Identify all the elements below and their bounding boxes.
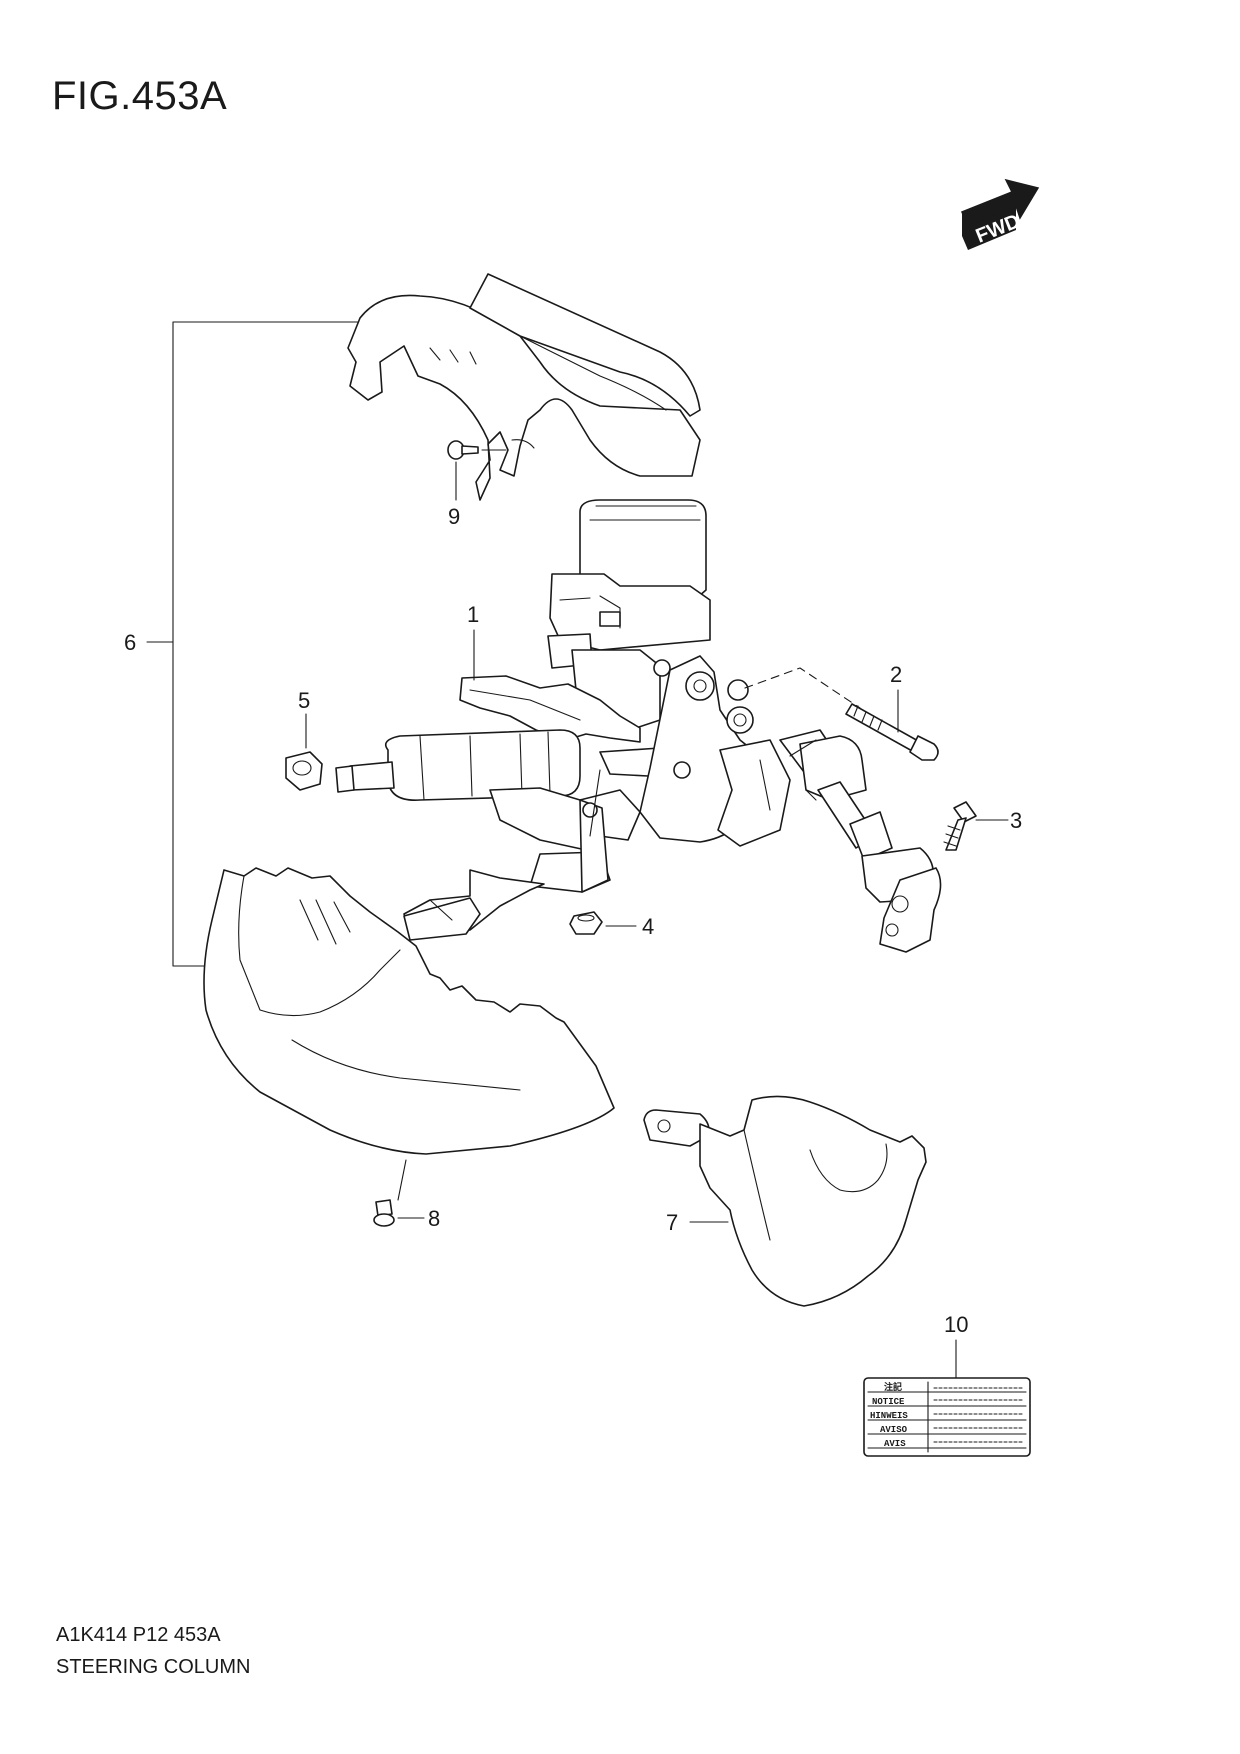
callout-10: 10 [944,1312,968,1337]
callout-6-bracket [146,321,361,967]
upper-column-cover [347,273,701,501]
label-header: 注記 [884,1381,902,1393]
label-row-hinweis: HINWEIS [870,1411,908,1421]
figure-name: STEERING COLUMN [56,1656,251,1678]
callout-5: 5 [298,688,310,713]
nut-4: 4 [569,769,654,939]
callout-2: 2 [890,662,902,687]
label-row-notice: NOTICE [872,1397,905,1407]
screw-9: 9 [447,440,507,529]
steering-column-assembly [335,499,942,953]
bolt-3: 3 [943,801,1022,851]
screw-8: 8 [373,1199,440,1231]
figure-code: A1K414 P12 453A [56,1624,221,1646]
warning-label-10: 10 注記 NOTICE HINWEIS AVISO AVIS [863,1312,1031,1457]
shroud-7: 7 [643,1095,927,1307]
callout-4: 4 [642,914,654,939]
callout-9: 9 [448,504,460,529]
callout-3: 3 [1010,808,1022,833]
bolt-2: 2 [744,662,939,761]
lower-column-cover [203,867,615,1201]
fwd-arrow-icon: FWD [961,178,1040,250]
callout-8: 8 [428,1206,440,1231]
label-row-avis: AVIS [884,1439,906,1449]
callout-1: 1 [467,602,479,627]
callout-6: 6 [124,630,136,655]
nut-5: 5 [285,688,323,791]
label-row-aviso: AVISO [880,1425,908,1435]
figure-title: FIG.453A [52,74,228,118]
callout-7: 7 [666,1210,678,1235]
